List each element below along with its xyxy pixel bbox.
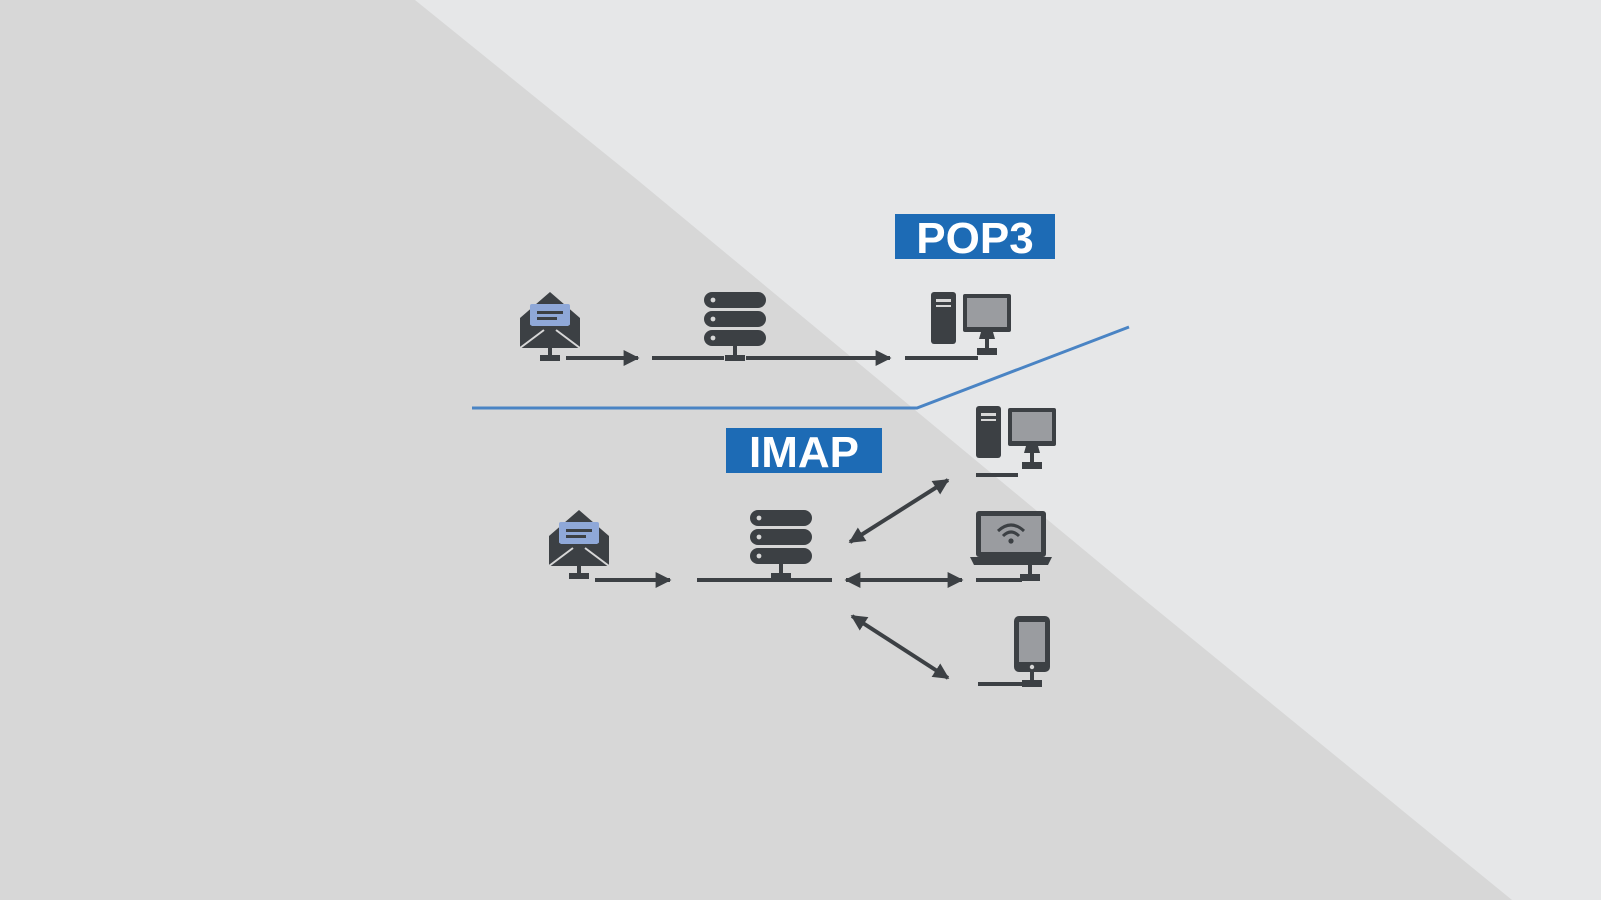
pop3-label: POP3 [895,214,1055,263]
imap-arrow-server-desktop [848,478,950,544]
background-panel-light [640,182,1130,588]
imap-arrow-server-phone [850,614,950,680]
divider-line [472,325,1130,410]
imap-label-text: IMAP [749,428,859,477]
imap-label-box [726,428,882,473]
pop3-label-box [895,214,1055,259]
imap-label: IMAP [726,428,882,477]
pop3-label-text: POP3 [916,214,1033,263]
